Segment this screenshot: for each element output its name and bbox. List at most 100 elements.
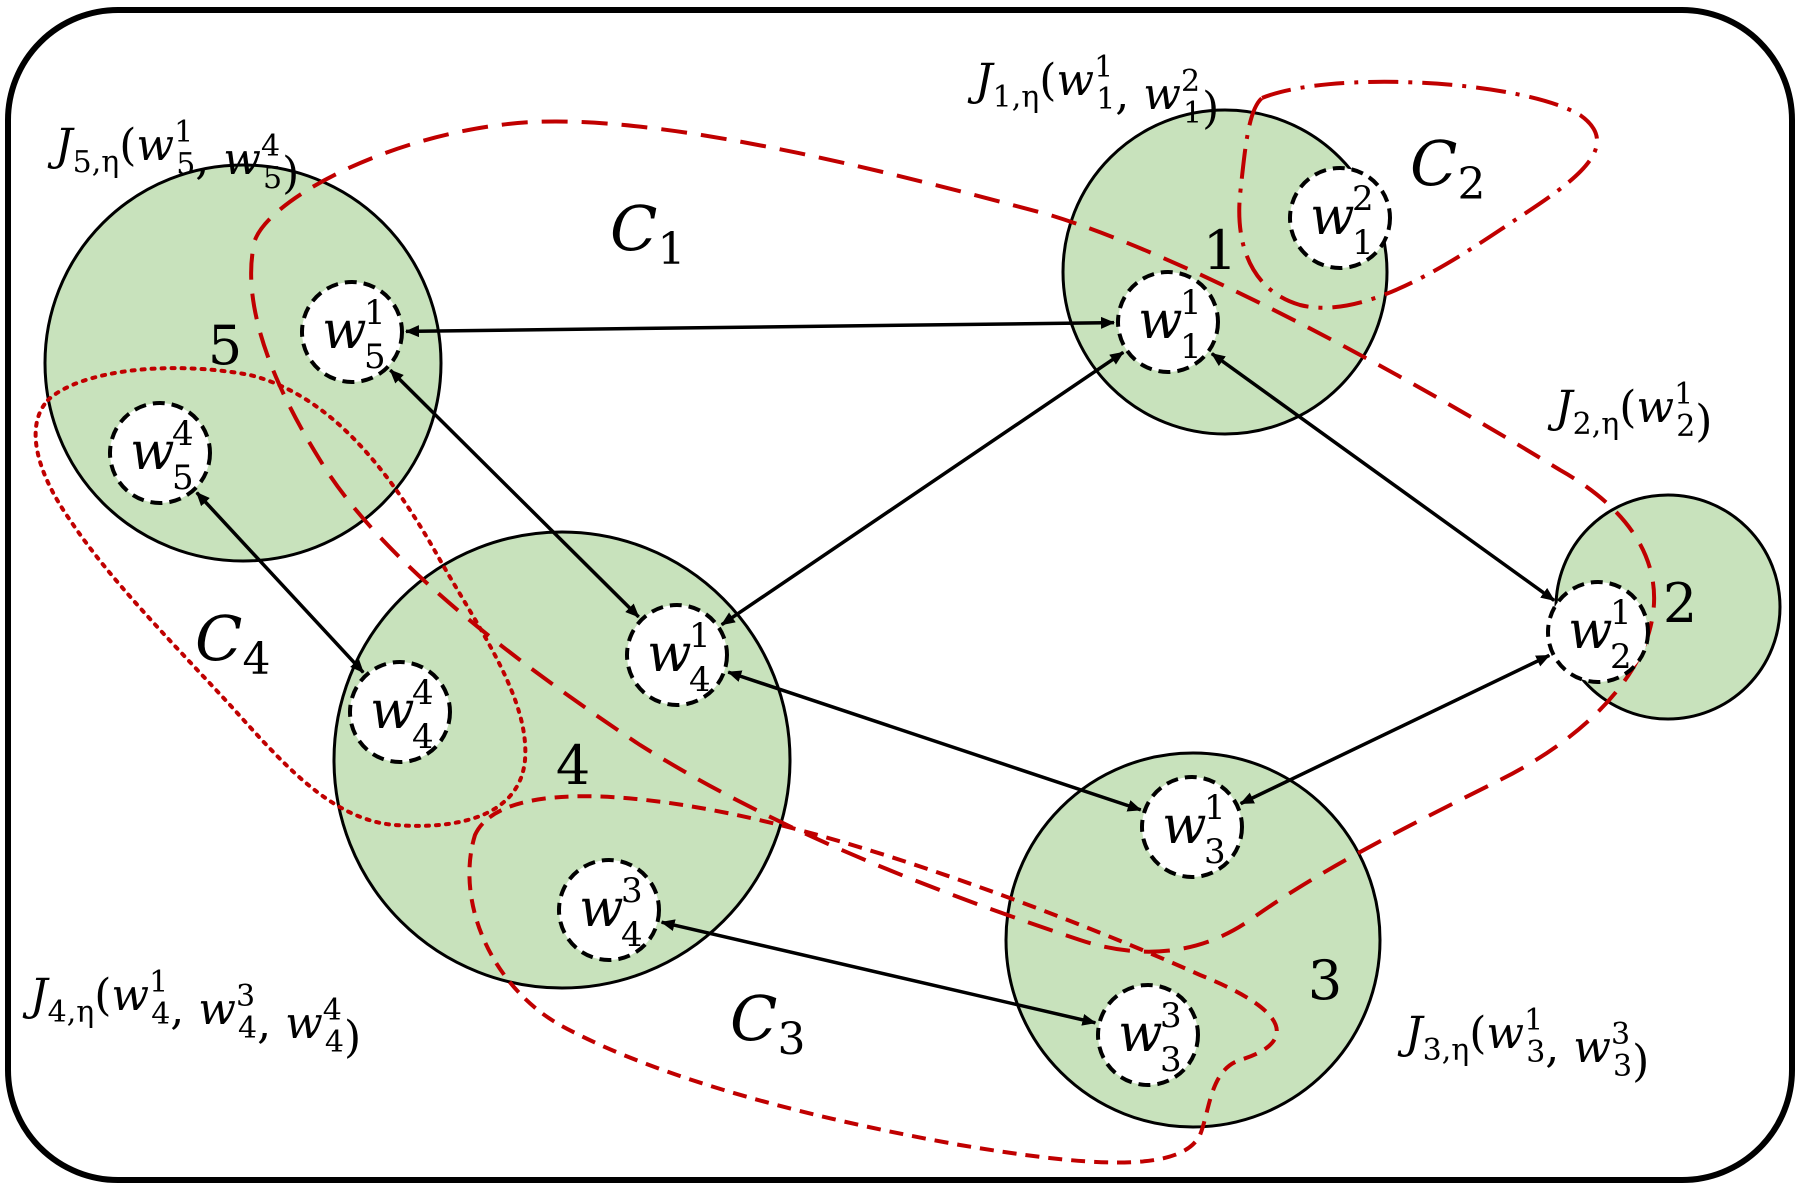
variable-w51-node: w15 [300, 280, 404, 384]
objective-1-arg-base: w [1056, 55, 1094, 106]
variable-w54-circle [108, 401, 212, 505]
edges-layer [195, 316, 1556, 1026]
variable-w12-sup: 2 [1352, 179, 1374, 219]
variable-w51-circle [300, 280, 404, 384]
variable-w12-circle [1288, 166, 1392, 270]
objective-2-prefix: J [1547, 382, 1575, 433]
variable-w54-node: w45 [108, 401, 212, 505]
objective-5-comma: , [195, 134, 223, 185]
objective-4-arg-base: w [111, 970, 149, 1021]
variable-w33-sup: 3 [1160, 996, 1182, 1036]
objective-2-close-paren: ) [1695, 396, 1712, 447]
objective-1-sub: 1,η [993, 80, 1040, 115]
variable-w43-node: w34 [557, 858, 661, 962]
objective-4-comma: , [257, 998, 285, 1049]
variable-w31-node: w13 [1140, 775, 1244, 879]
agent-1-label: 1 [1203, 219, 1237, 282]
variable-w33-node: w33 [1096, 983, 1200, 1087]
objective-5-arg-sup: 4 [261, 129, 280, 164]
variable-w43-sub: 4 [621, 915, 643, 955]
edge-w51-w41 [389, 368, 640, 619]
variable-w12-sub: 1 [1352, 223, 1374, 263]
objective-4-comma: , [170, 984, 198, 1035]
variable-w11-sub: 1 [1180, 327, 1202, 367]
agent-4-label: 4 [556, 734, 590, 797]
variable-w43-base: w [579, 879, 624, 939]
variable-w51-sub: 5 [364, 337, 386, 377]
objective-3-arg-sup: 3 [1611, 1017, 1630, 1052]
objective-5-arg-sub: 5 [176, 147, 195, 182]
variable-w21-node: w12 [1546, 580, 1650, 684]
edge-w21-w31 [1239, 653, 1551, 806]
objective-5-close-paren: ) [282, 148, 299, 199]
edge-w41-w31 [727, 670, 1142, 812]
variable-w11-circle [1116, 270, 1220, 374]
variable-w33-circle [1096, 983, 1200, 1087]
cluster-c3-letter: C [730, 982, 777, 1055]
objective-4-arg-base: w [198, 984, 236, 1035]
edge-w43-w33 [660, 919, 1097, 1026]
variable-w54-sub: 5 [172, 458, 194, 498]
variable-w44-base: w [370, 681, 415, 741]
variable-w11-node: w11 [1116, 270, 1220, 374]
agents-layer [43, 108, 1782, 1129]
edge-w11-w21 [1210, 352, 1556, 602]
cluster-c3-boundary [467, 794, 1279, 1165]
variable-w43-sup: 3 [621, 871, 643, 911]
variable-w33-base: w [1118, 1004, 1163, 1064]
variable-w31-base: w [1162, 796, 1207, 856]
variable-w12-base: w [1310, 187, 1355, 247]
variable-w11-sup: 1 [1180, 283, 1202, 323]
objective-1-arg-sup: 2 [1181, 64, 1200, 99]
objective-3-sub: 3,η [1423, 1033, 1470, 1068]
variable-w21-sub: 2 [1610, 637, 1632, 677]
variable-w41-base: w [647, 624, 692, 684]
agent-3-label: 3 [1308, 949, 1342, 1012]
variable-w31-sup: 1 [1204, 788, 1226, 828]
objective-2-open-paren: ( [1619, 382, 1636, 433]
cluster-c4-boundary [33, 366, 528, 828]
variable-w31-sub: 3 [1204, 832, 1226, 872]
objective-5-arg-sub: 5 [263, 161, 282, 196]
variable-w21-sup: 1 [1610, 593, 1632, 633]
variable-w31-circle [1140, 775, 1244, 879]
cluster-c2-letter: C [1410, 127, 1457, 200]
objective-1-open-paren: ( [1039, 55, 1056, 106]
objective-4-arg-sup: 4 [323, 993, 342, 1028]
variable-w41-sup: 1 [689, 616, 711, 656]
objective-4-arg-sub: 4 [151, 997, 170, 1032]
objective-3-arg-base: w [1573, 1022, 1611, 1073]
edge-w54-w44 [195, 491, 365, 674]
objective-4-sub: 4,η [48, 995, 95, 1030]
objective-3-arg-sub: 3 [1613, 1049, 1632, 1084]
objective-5-arg-base: w [136, 120, 174, 171]
cluster-c2-boundary [1237, 79, 1599, 310]
objective-2-arg-sup: 1 [1674, 377, 1693, 412]
objective-4-arg-sub: 4 [325, 1025, 344, 1060]
objective-3-arg-base: w [1486, 1008, 1524, 1059]
objective-5-open-paren: ( [119, 120, 136, 171]
variable-w33-sub: 3 [1160, 1040, 1182, 1080]
variable-w41-sub: 4 [689, 660, 711, 700]
edge-w51-w11 [404, 316, 1116, 338]
outer-frame [5, 7, 1795, 1183]
cluster-c1-index: 1 [657, 224, 685, 275]
objective-5-arg-sup: 1 [174, 115, 193, 150]
cluster-c2-index: 2 [1457, 159, 1485, 210]
objective-2-sub: 2,η [1573, 407, 1620, 442]
variable-w41-circle [625, 603, 729, 707]
objective-1-comma: , [1115, 69, 1143, 120]
agent-5-label: 5 [208, 314, 242, 377]
edge-w41-w11 [720, 350, 1125, 627]
objective-3-comma: , [1545, 1022, 1573, 1073]
variable-w44-circle [348, 660, 452, 764]
objective-5-prefix: J [47, 120, 75, 171]
objective-4-prefix: J [22, 970, 50, 1021]
agent-2-label: 2 [1663, 572, 1697, 635]
